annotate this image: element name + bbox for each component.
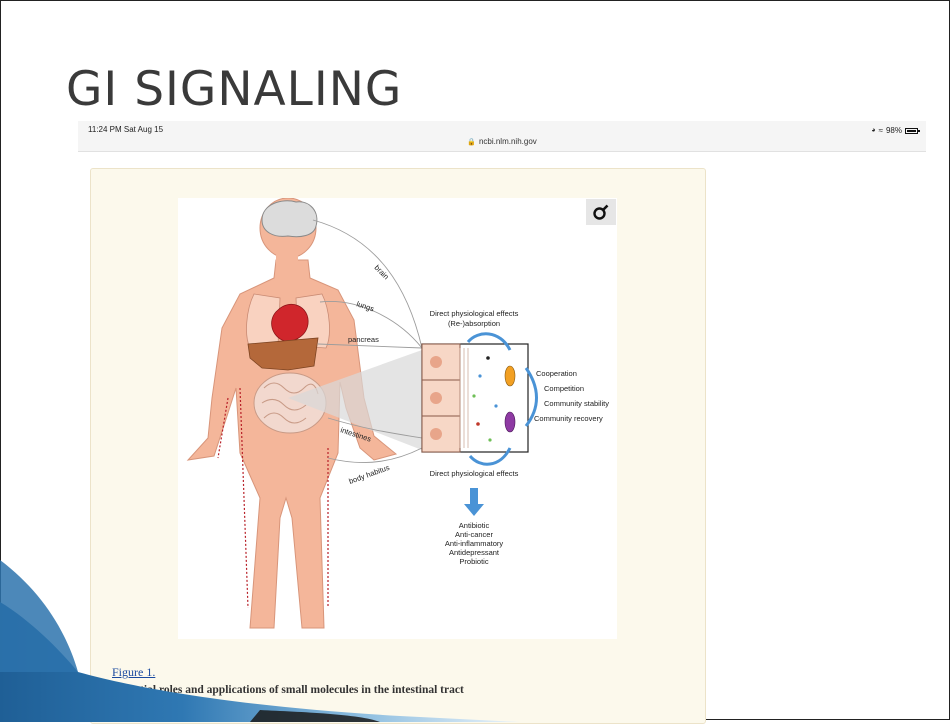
- microbial-community-stability: Community stability: [544, 399, 609, 408]
- address-url: ncbi.nlm.nih.gov: [479, 137, 537, 146]
- application-anti-inflammatory: Anti-inflammatory: [445, 539, 504, 548]
- application-anti-cancer: Anti-cancer: [455, 530, 493, 539]
- brain-organ: [262, 201, 317, 237]
- application-antibiotic: Antibiotic: [459, 521, 490, 530]
- decorative-arrow: [0, 560, 520, 722]
- zoom-button[interactable]: [586, 199, 616, 225]
- label-pancreas: pancreas: [348, 335, 379, 344]
- wifi-icon: ≈: [879, 126, 883, 135]
- lock-icon: 🔒: [467, 139, 476, 146]
- label-body-habitus: body habitus: [348, 463, 391, 486]
- application-antidepressant: Antidepressant: [449, 548, 500, 557]
- label-brain: brain: [373, 263, 391, 281]
- browser-status-bar: 11:24 PM Sat Aug 15 🔒ncbi.nlm.nih.gov ◕ …: [78, 121, 926, 152]
- battery-icon: [905, 128, 918, 134]
- magnifier-icon: [592, 203, 610, 221]
- label-lungs: lungs: [355, 299, 375, 313]
- status-indicators: ◕ ≈ 98%: [871, 126, 918, 135]
- microbial-community-recovery: Community recovery: [534, 414, 603, 423]
- effects-bottom: Direct physiological effects: [430, 469, 519, 478]
- microbial-competition: Competition: [544, 384, 584, 393]
- effects-top-line-2: (Re-)absorption: [448, 319, 500, 328]
- address-bar[interactable]: 🔒ncbi.nlm.nih.gov: [78, 137, 926, 146]
- down-arrow-icon: [464, 488, 484, 516]
- battery-percent: 98%: [886, 126, 902, 135]
- effects-top-line-1: Direct physiological effects: [430, 309, 519, 318]
- intestinal-wall-detail: [422, 344, 528, 452]
- slide-title: GI SIGNALING: [66, 62, 402, 117]
- signal-icon: ◕: [871, 127, 875, 134]
- liver-organ: [248, 338, 318, 370]
- microbial-cooperation: Cooperation: [536, 369, 577, 378]
- status-time: 11:24 PM Sat Aug 15: [88, 125, 163, 134]
